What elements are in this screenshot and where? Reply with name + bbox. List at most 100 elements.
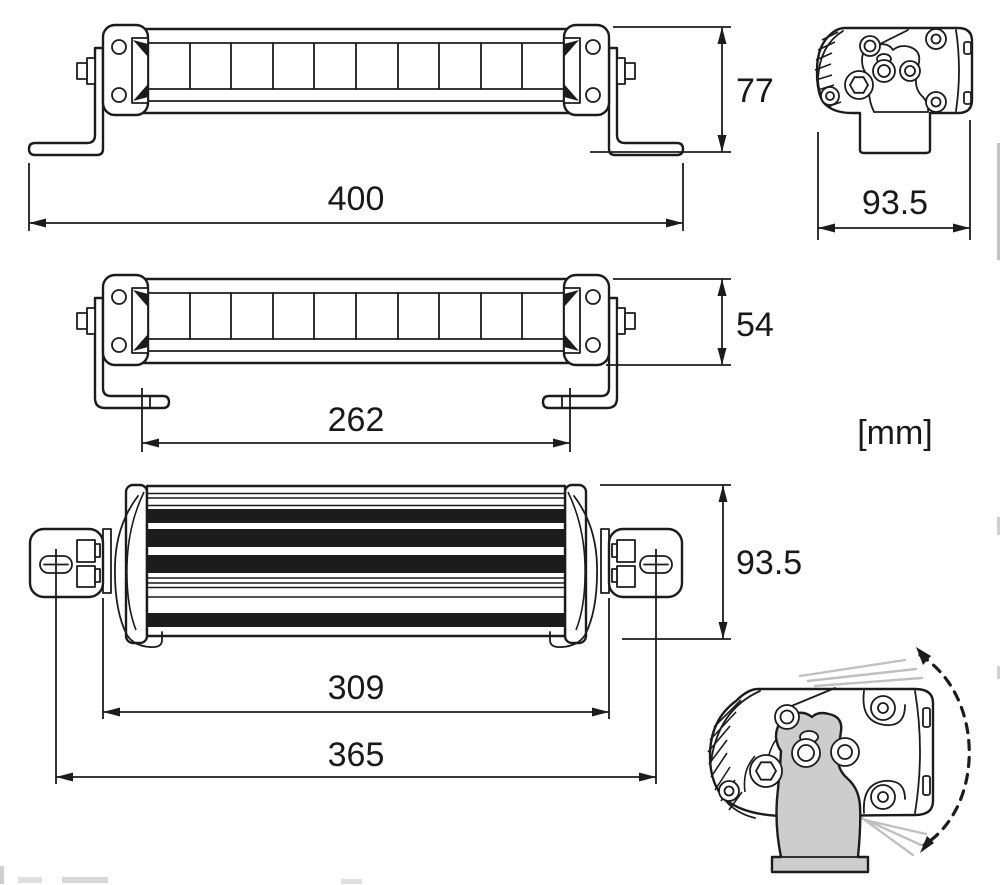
dim-93-5-side: 93.5	[817, 120, 971, 240]
fin-line	[708, 739, 728, 765]
ghost-line	[798, 658, 907, 678]
clamp-tab	[611, 543, 618, 558]
arrowhead	[818, 223, 835, 233]
arrowhead	[718, 485, 728, 502]
fin-contour	[710, 690, 761, 763]
arrowhead	[29, 218, 46, 228]
dim-label-93-5-rear: 93.5	[736, 544, 802, 582]
arrowhead	[717, 135, 727, 152]
fin-line	[821, 31, 839, 41]
artifact-mark	[62, 877, 108, 883]
clamp-tab	[94, 568, 101, 583]
screw-center	[877, 791, 889, 803]
front-view-top	[27, 23, 685, 157]
clamp-tab	[94, 543, 101, 558]
tilt-view	[707, 647, 971, 874]
bolt-center	[837, 744, 853, 760]
face-clip	[963, 91, 972, 105]
fin-band	[147, 529, 565, 547]
scan-artifacts	[0, 143, 1000, 884]
tilt-arc	[918, 653, 971, 847]
fin-line	[709, 711, 737, 741]
ghost-line	[867, 819, 928, 836]
wing-outline	[114, 495, 151, 648]
artifact-mark	[18, 877, 42, 883]
arrowhead	[553, 438, 570, 448]
bolt-center	[904, 65, 916, 77]
hex-bolt	[749, 754, 783, 788]
arrowhead	[717, 348, 727, 365]
fin-band	[147, 613, 565, 627]
screw-center	[825, 91, 835, 101]
face-clip	[922, 775, 931, 796]
wing-flare	[549, 631, 563, 649]
rear-bracket-right	[600, 527, 684, 599]
dim-262: 262	[141, 388, 571, 452]
screw-boss	[862, 779, 906, 814]
arrowhead	[639, 772, 656, 782]
rear-view	[28, 483, 684, 649]
wing-inner-line	[567, 491, 586, 631]
units-label: [mm]	[857, 414, 933, 452]
arrowhead	[592, 707, 609, 717]
heatsink-stripes	[147, 492, 565, 627]
artifact-mark	[997, 143, 1000, 260]
ghost-position-lines	[798, 658, 928, 857]
tilt-bolts	[718, 695, 896, 810]
dim-400: 400	[28, 163, 684, 231]
fin-line	[817, 41, 836, 51]
dim-77: 77	[590, 26, 774, 153]
artifact-mark	[0, 866, 4, 884]
screw-center	[877, 702, 889, 714]
clamp-block	[76, 565, 96, 588]
light-bar-face	[75, 273, 637, 367]
dim-label-365: 365	[328, 736, 385, 774]
clamp-tab	[611, 568, 618, 583]
fin-line	[714, 766, 731, 791]
arrowhead	[103, 707, 120, 717]
screw-boss	[862, 690, 906, 727]
clamp-block	[76, 539, 96, 563]
face-clip	[922, 707, 931, 728]
artifact-mark	[341, 879, 362, 884]
dim-label-77: 77	[736, 72, 774, 110]
wing-flare	[149, 631, 163, 649]
arrowhead	[666, 218, 683, 228]
fin-band	[147, 555, 565, 573]
pivot-bolt-center	[797, 744, 815, 762]
pivot-wing-left	[114, 491, 163, 649]
ghost-line	[864, 818, 923, 847]
fin-line	[707, 725, 731, 753]
wing-inner-line	[126, 491, 145, 631]
screw-center	[930, 96, 942, 108]
front-view-middle	[75, 273, 637, 410]
fin-line	[815, 74, 833, 81]
screw-center	[723, 785, 735, 797]
arrowhead	[717, 27, 727, 44]
artifact-mark	[997, 517, 1000, 535]
dim-label-54: 54	[736, 306, 774, 344]
pivot-bolt-center	[877, 64, 891, 78]
fin-line	[728, 791, 743, 811]
light-bar-face	[75, 23, 637, 117]
fin-band	[147, 509, 565, 523]
clamp-block	[616, 539, 636, 563]
side-bolts	[820, 28, 947, 113]
face-clip	[963, 41, 972, 55]
hex-bolt-head	[848, 76, 870, 94]
dim-label-309: 309	[328, 669, 385, 707]
arrowhead	[56, 772, 73, 782]
ghost-line	[806, 667, 918, 683]
fin-line	[713, 699, 742, 728]
bolt-center	[863, 39, 877, 53]
artifact-mark	[997, 666, 1000, 679]
lens-face-line	[955, 29, 960, 112]
screw-center	[930, 33, 942, 45]
lens-face-line	[914, 690, 921, 814]
fin-line	[815, 52, 833, 61]
arrowhead	[717, 279, 727, 296]
fin-line	[814, 63, 832, 71]
arrowhead	[142, 438, 159, 448]
